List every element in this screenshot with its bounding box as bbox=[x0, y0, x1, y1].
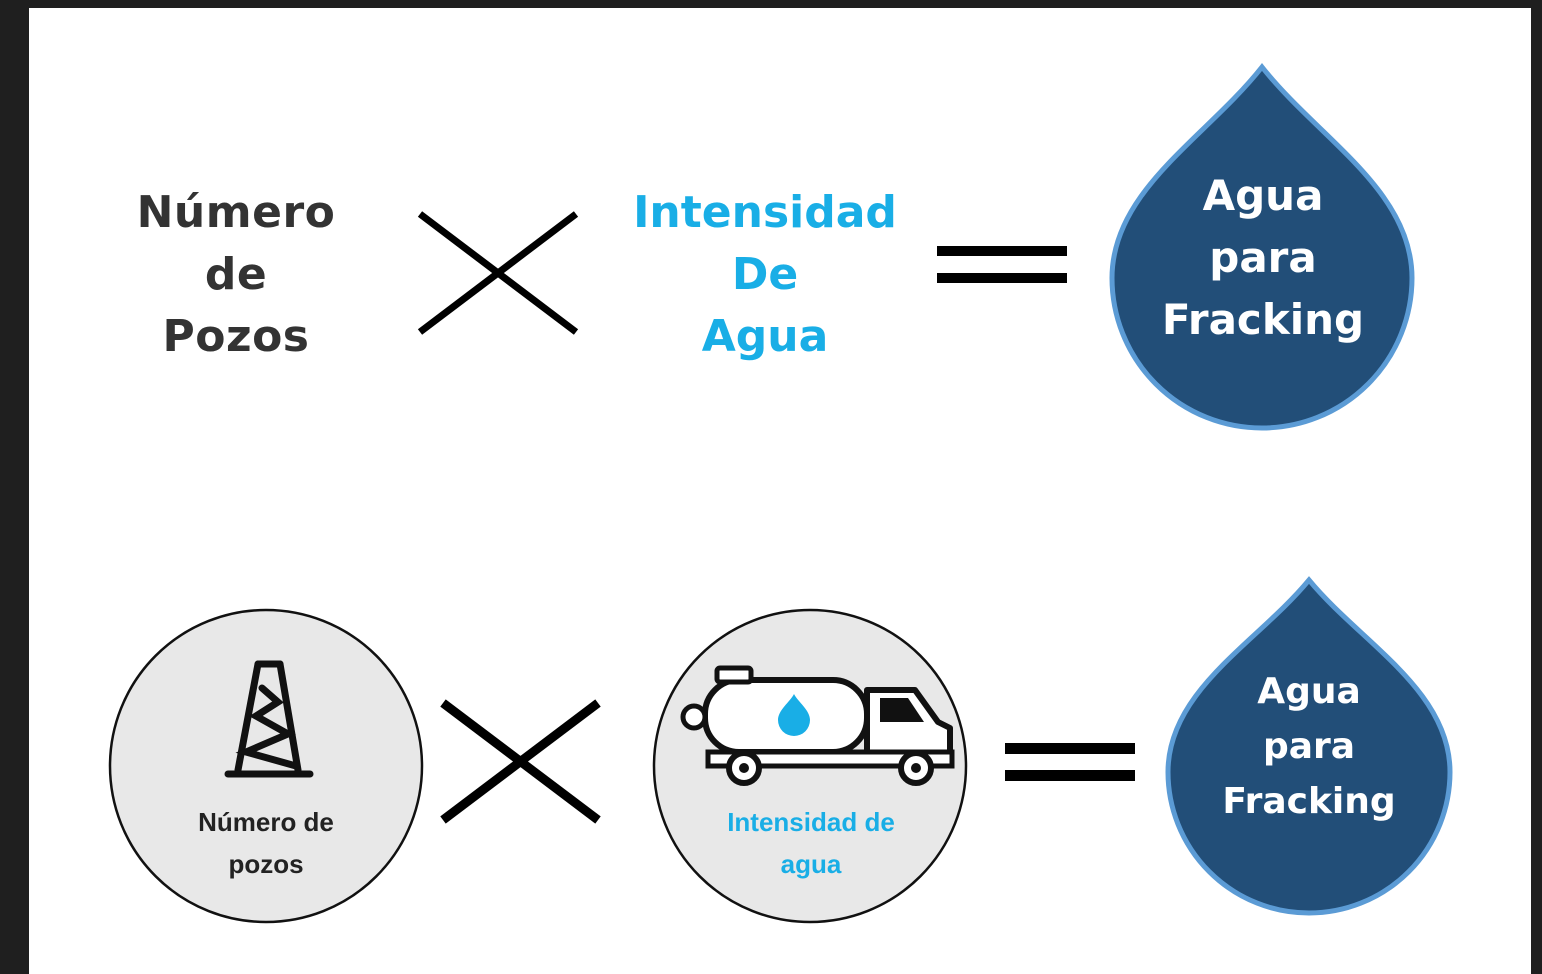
label-line: Número bbox=[136, 187, 336, 238]
wells-circle-label: Número de pozos bbox=[160, 801, 372, 885]
result-line: para bbox=[1262, 726, 1356, 767]
result-line: Fracking bbox=[1222, 781, 1396, 822]
label-line: Agua bbox=[701, 311, 829, 362]
result-line: Agua bbox=[1257, 671, 1361, 712]
result-line: Agua bbox=[1202, 171, 1324, 220]
label-line: De bbox=[731, 249, 799, 300]
water-tanker-truck-icon bbox=[680, 665, 955, 786]
water-drop-top bbox=[1109, 62, 1415, 431]
multiply-sign-top bbox=[417, 211, 579, 335]
fracking-water-result-top: Agua para Fracking bbox=[1130, 165, 1396, 351]
water-intensity-circle-label: Intensidad de agua bbox=[695, 801, 927, 885]
wells-circle bbox=[108, 608, 424, 924]
label-line: Intensidad bbox=[633, 187, 897, 238]
number-of-wells-label: Número de Pozos bbox=[110, 182, 362, 368]
water-droplet-icon bbox=[778, 694, 810, 736]
label-line: Número de bbox=[198, 807, 334, 837]
result-line: para bbox=[1209, 233, 1317, 282]
label-line: Pozos bbox=[162, 311, 310, 362]
result-line: Fracking bbox=[1161, 295, 1365, 344]
water-drop-bottom bbox=[1165, 576, 1453, 916]
water-intensity-label: Intensidad De Agua bbox=[615, 182, 915, 368]
label-line: agua bbox=[780, 849, 842, 879]
equals-sign-bottom bbox=[1005, 743, 1135, 781]
label-line: de bbox=[204, 249, 268, 300]
multiply-sign-bottom bbox=[440, 699, 601, 824]
oil-derrick-icon bbox=[224, 660, 314, 778]
fracking-water-result-bottom: Agua para Fracking bbox=[1183, 664, 1435, 829]
label-line: Intensidad de bbox=[727, 807, 895, 837]
label-line: pozos bbox=[228, 849, 304, 879]
equals-sign-top bbox=[937, 246, 1067, 283]
